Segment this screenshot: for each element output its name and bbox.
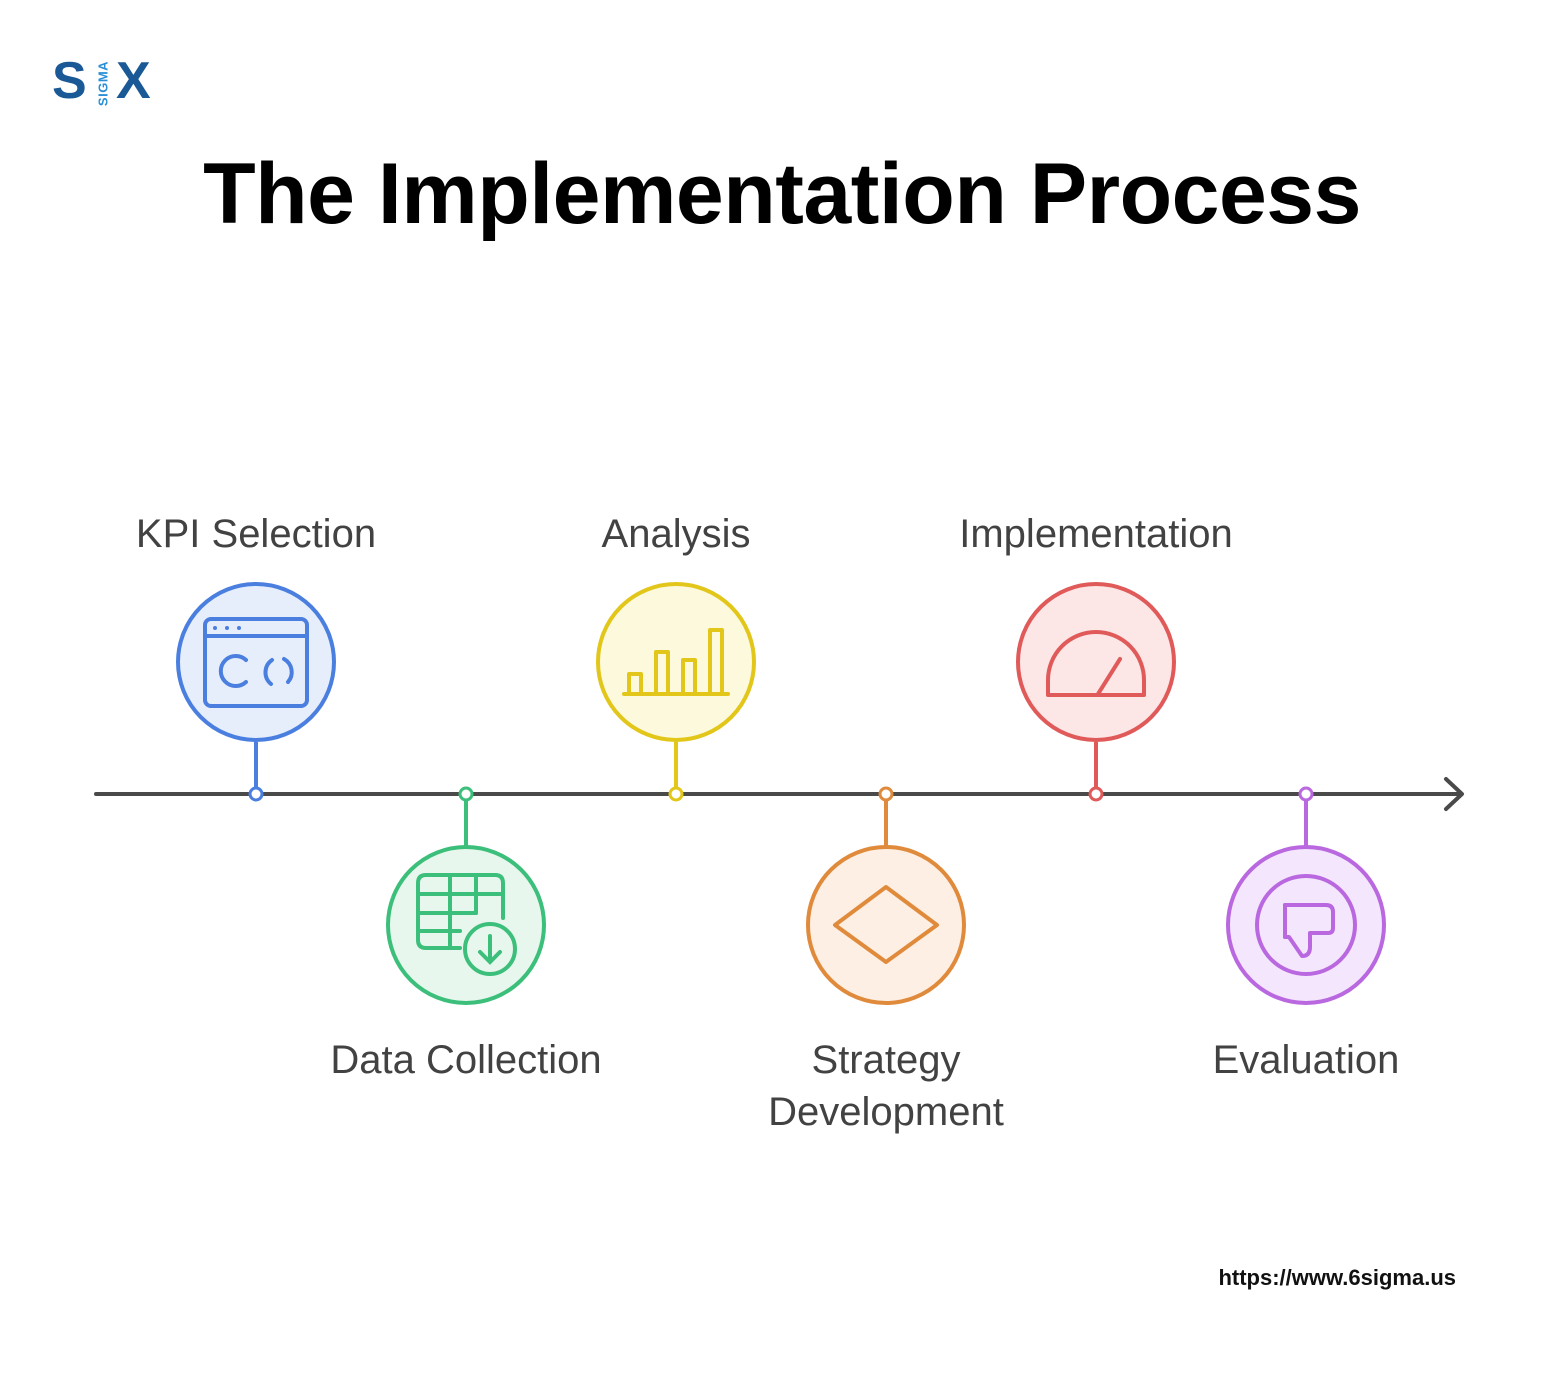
step-label-kpi-selection: KPI Selection [135, 512, 377, 556]
step-label-analysis: Analysis [601, 512, 751, 556]
step-node [668, 786, 684, 802]
bar-chart-icon [622, 628, 730, 696]
logo: S SIGMA X [52, 52, 167, 112]
logo-letter-x: X [116, 52, 151, 110]
step-circle [176, 582, 336, 742]
step-node [458, 786, 474, 802]
timeline-arrowhead [1444, 777, 1464, 811]
step-node [878, 786, 894, 802]
step-node [1298, 786, 1314, 802]
step-node [1088, 786, 1104, 802]
step-strategy-development [806, 786, 966, 1005]
step-label-evaluation: Evaluation [1212, 1038, 1400, 1082]
step-data-collection [386, 786, 546, 1005]
step-analysis [596, 582, 756, 802]
step-circle [806, 845, 966, 1005]
logo-letter-s: S [52, 52, 87, 110]
page-title: The Implementation Process [203, 146, 1361, 242]
step-circle [596, 582, 756, 742]
step-label-strategy-development: Strategy Development [768, 1038, 1004, 1134]
step-circle [1226, 845, 1386, 1005]
thumbs-down-icon [1255, 874, 1357, 976]
step-implementation [1016, 582, 1176, 802]
step-label-implementation: Implementation [959, 512, 1233, 556]
gauge-icon [1046, 630, 1146, 697]
footer-url[interactable]: https://www.6sigma.us [1218, 1265, 1456, 1290]
step-label-data-collection: Data Collection [330, 1038, 602, 1082]
step-evaluation [1226, 786, 1386, 1005]
step-circle [386, 845, 546, 1005]
table-download-icon [416, 873, 517, 976]
step-circle [1016, 582, 1176, 742]
diamond-icon [833, 885, 939, 964]
step-node [248, 786, 264, 802]
dashboard-icon [203, 617, 309, 708]
step-kpi-selection [176, 582, 336, 802]
